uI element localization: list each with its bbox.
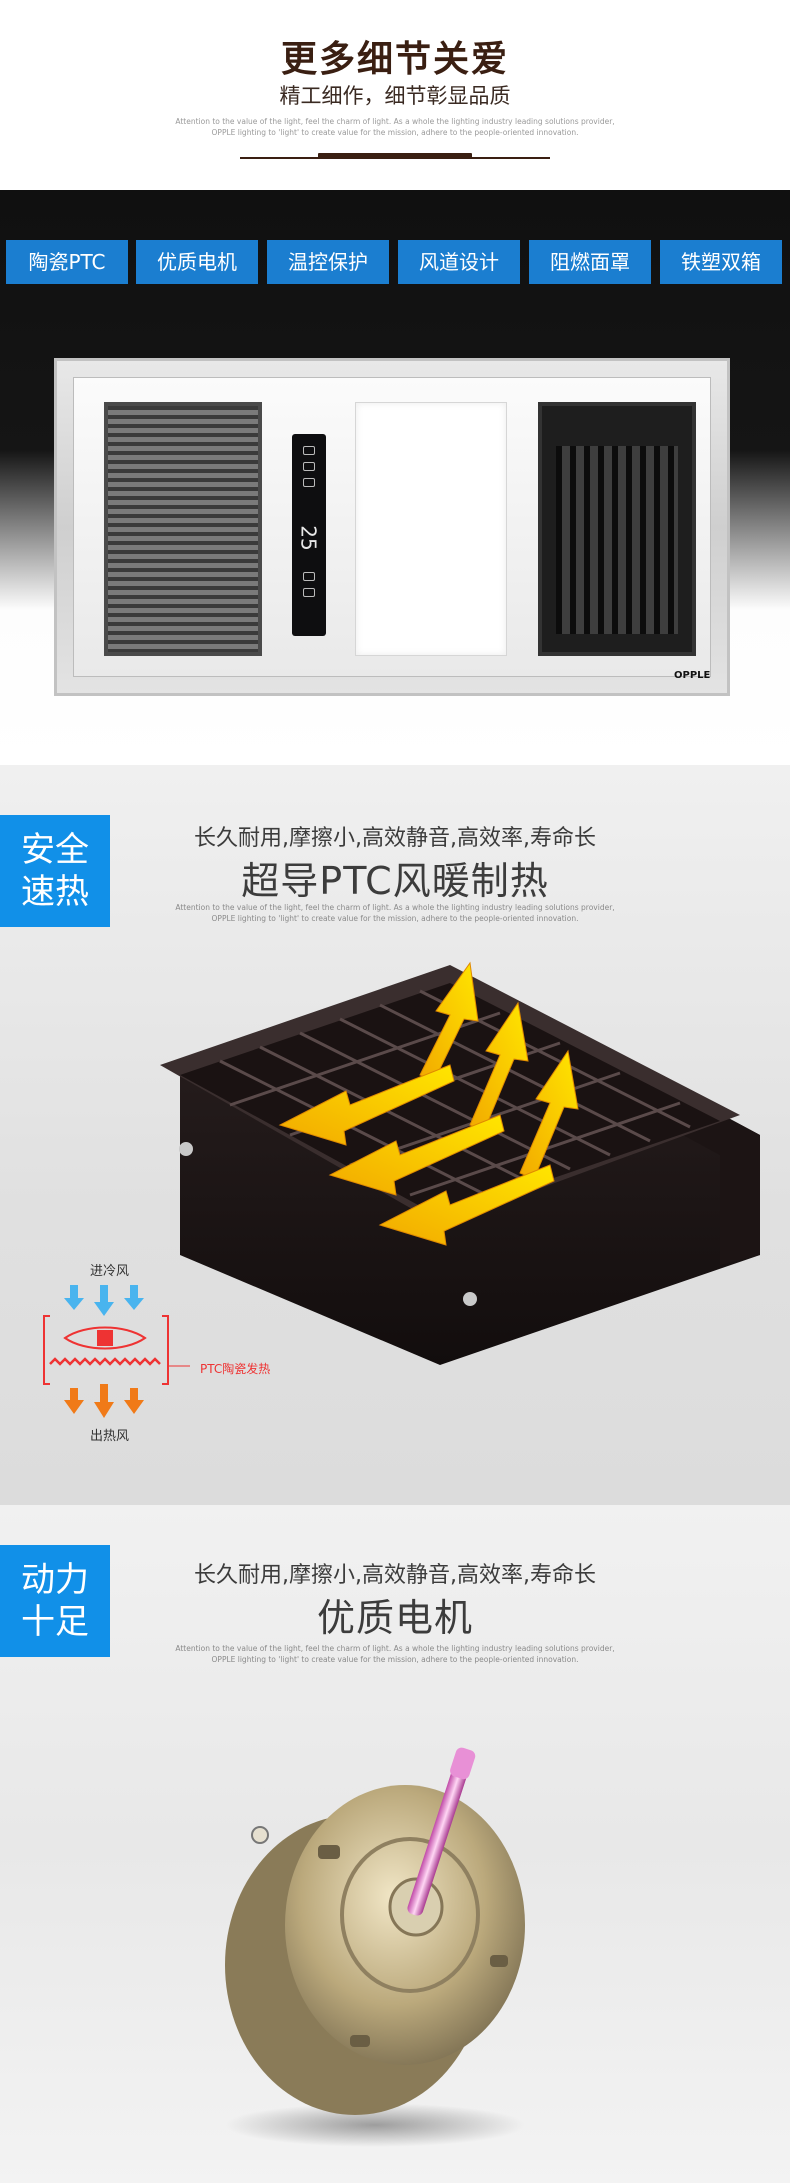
timer-icon (303, 572, 315, 581)
cold-air-in-label: 进冷风 (90, 1264, 130, 1279)
hot-arrow-icon (64, 1384, 144, 1418)
screw-icon (463, 1292, 477, 1306)
motor-section: 动力 十足 长久耐用,摩擦小,高效静音,高效率,寿命长 优质电机 Attenti… (0, 1505, 790, 2183)
english-tagline: Attention to the value of the light, fee… (0, 116, 790, 138)
ptc-badge-line1: 安全 (21, 830, 89, 870)
ptc-heater-label: PTC陶瓷发热 (200, 1362, 271, 1376)
ptc-heater-illustration (160, 961, 760, 1365)
ptc-badge-line2: 速热 (21, 872, 89, 912)
header: 更多细节关爱 精工细作，细节彰显品质 Attention to the valu… (0, 0, 790, 190)
ptc-badge: 安全 速热 (0, 815, 110, 927)
light-panel (355, 402, 507, 656)
motor-english-line2: OPPLE lighting to 'light' to create valu… (211, 1655, 579, 1664)
brand-logo: OPPLE (674, 670, 711, 681)
cold-air-arrows (278, 1064, 555, 1246)
left-vent-grille (104, 402, 262, 656)
power-icon (303, 588, 315, 597)
ptc-english-line1: Attention to the value of the light, fee… (175, 903, 615, 912)
motor-badge: 动力 十足 (0, 1545, 110, 1657)
tab-flame-retardant[interactable]: 阻燃面罩 (529, 240, 651, 284)
ptc-section: 安全 速热 长久耐用,摩擦小,高效静音,高效率,寿命长 超导PTC风暖制热 At… (0, 765, 790, 1505)
page-title: 更多细节关爱 (280, 39, 509, 80)
mode-icon (303, 446, 315, 455)
tab-ceramic-ptc[interactable]: 陶瓷PTC (6, 240, 128, 284)
screw-icon (179, 1142, 193, 1156)
motor-feature-list: 长久耐用,摩擦小,高效静音,高效率,寿命长 (194, 1563, 596, 1588)
right-vent-grille (538, 402, 696, 656)
motor-badge-line1: 动力 (21, 1560, 89, 1600)
divider-accent (318, 153, 472, 159)
product-section: 陶瓷PTC 优质电机 温控保护 风道设计 阻燃面罩 铁塑双箱 25 OPPLE (0, 190, 790, 765)
tab-quality-motor[interactable]: 优质电机 (136, 240, 258, 284)
motor-illustration (225, 1747, 525, 2147)
ptc-english-line2: OPPLE lighting to 'light' to create valu… (211, 914, 579, 923)
bath-heater-panel: 25 OPPLE (54, 358, 730, 696)
motor-heading: 优质电机 (316, 1596, 473, 1640)
heat-icon (303, 478, 315, 487)
page-subtitle: 精工细作，细节彰显品质 (279, 84, 511, 108)
tab-air-duct[interactable]: 风道设计 (398, 240, 520, 284)
fan-icon (303, 462, 315, 471)
control-display: 25 (292, 434, 326, 636)
ptc-feature-list: 长久耐用,摩擦小,高效静音,高效率,寿命长 (194, 826, 596, 851)
right-vent-slats (556, 446, 678, 634)
ptc-heading: 超导PTC风暖制热 (241, 859, 549, 903)
hot-air-out-label: 出热风 (90, 1429, 130, 1444)
cold-arrow-icon (64, 1285, 144, 1316)
airflow-legend: 进冷风 PTC陶瓷发热 出热风 (40, 1260, 290, 1460)
feature-tabs: 陶瓷PTC 优质电机 温控保护 风道设计 阻燃面罩 铁塑双箱 (6, 240, 786, 284)
tab-iron-plastic-box[interactable]: 铁塑双箱 (660, 240, 782, 284)
hot-air-arrows (419, 961, 579, 1180)
motor-english-line1: Attention to the value of the light, fee… (175, 1644, 615, 1653)
motor-english-tagline: Attention to the value of the light, fee… (0, 1643, 790, 1665)
airflow-diagram (43, 1285, 190, 1418)
english-tagline-line2: OPPLE lighting to 'light' to create valu… (211, 128, 579, 137)
english-tagline-line1: Attention to the value of the light, fee… (175, 117, 615, 126)
ptc-english-tagline: Attention to the value of the light, fee… (0, 902, 790, 924)
motor-badge-line2: 十足 (21, 1602, 89, 1642)
panel-face: 25 OPPLE (73, 377, 711, 681)
tab-temp-protection[interactable]: 温控保护 (267, 240, 389, 284)
display-digits: 25 (296, 525, 321, 551)
